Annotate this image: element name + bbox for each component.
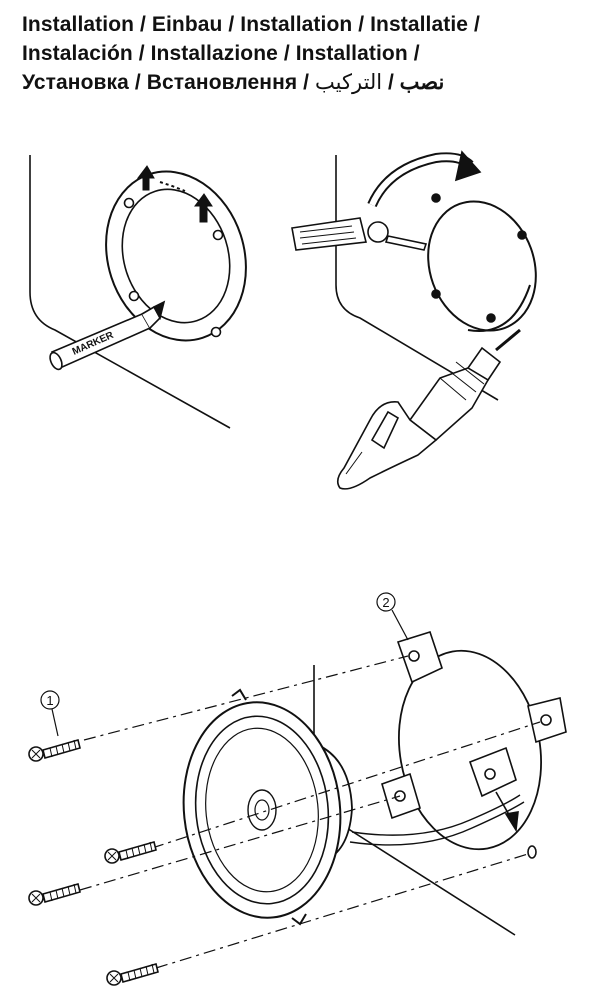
door-panel-outline [29, 155, 231, 429]
screw-icon [106, 963, 159, 986]
callout-1: 1 [40, 690, 60, 737]
title-line-2: Instalación / Installazione / Installati… [22, 42, 420, 65]
down-arrow-icon [495, 791, 519, 833]
power-drill-icon [336, 328, 521, 490]
title-arabic-bold: نصب [399, 71, 445, 94]
speaker [182, 688, 353, 926]
ring-screw-holes [123, 197, 224, 338]
up-arrow-icon [194, 193, 213, 223]
title-separator: / [382, 71, 400, 94]
step3-speaker-mounting-illustration: 1 2 [28, 592, 567, 986]
screw-icon [104, 841, 157, 864]
screw-icon [28, 739, 81, 762]
callout-2-number: 2 [382, 595, 389, 610]
jigsaw-tool [291, 217, 428, 251]
up-arrow-icon [137, 165, 186, 192]
title-arabic-light: التركيب [315, 71, 383, 94]
screw-icon [28, 883, 81, 906]
title-line-3: Установка / Встановлення / التركيب / نصب [22, 68, 582, 97]
bracket-tab [396, 631, 443, 684]
title-line-1: Installation / Einbau / Installation / I… [22, 13, 480, 36]
callout-2: 2 [376, 592, 409, 641]
marker-pen: MARKER [49, 300, 166, 371]
speaker-wire [349, 801, 525, 846]
callout-1-number: 1 [46, 693, 53, 708]
curved-arrow-icon [367, 150, 482, 208]
title-block: Installation / Einbau / Installation / I… [22, 10, 582, 97]
mounting-bracket [381, 631, 567, 859]
speaker-wire [351, 794, 521, 836]
door-panel-outline [335, 155, 499, 401]
cutout-disc [427, 193, 537, 332]
alignment-guide-lines [79, 655, 541, 969]
step2-cut-and-drill-illustration [291, 150, 537, 490]
step1-mark-holes-illustration: MARKER [29, 155, 247, 429]
title-line-3-text: Установка / Встановлення / [22, 71, 316, 94]
